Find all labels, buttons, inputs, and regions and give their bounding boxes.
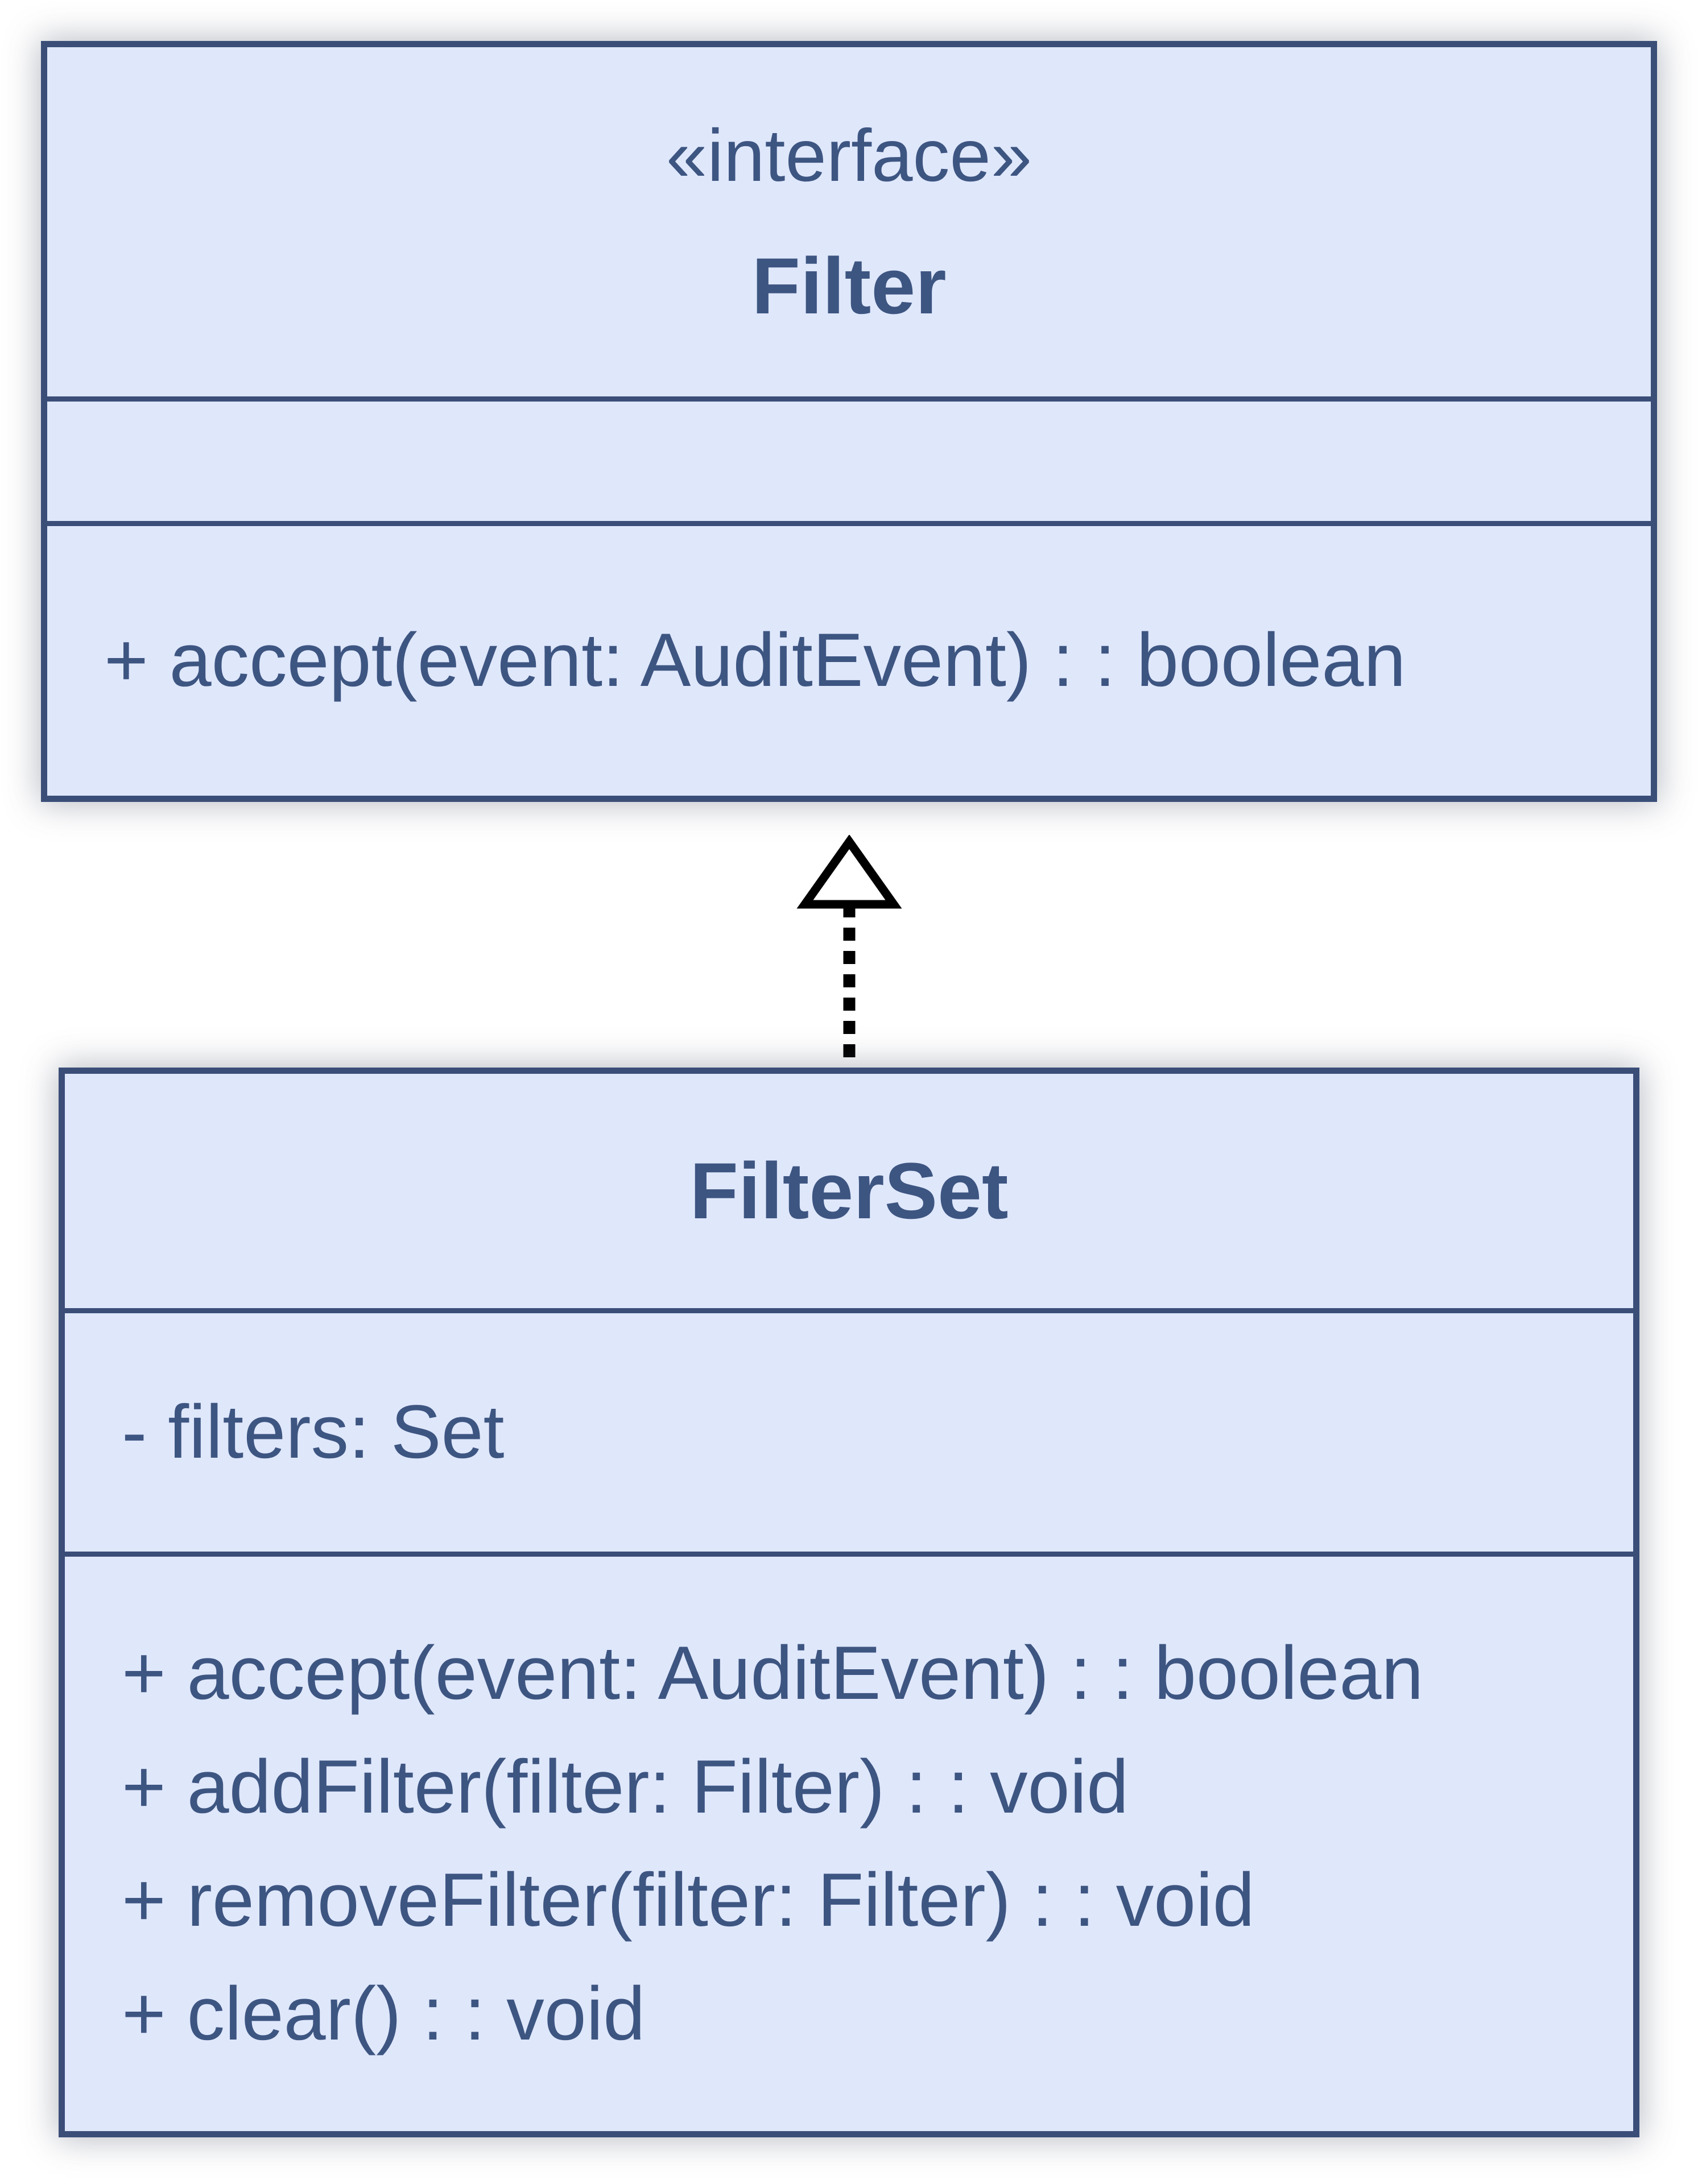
filterset-attribute-filters: - filters: Set [122,1389,505,1474]
class-box-filter: «interface» Filter + accept(event: Audit… [41,41,1657,802]
filterset-attributes-section: - filters: Set [65,1308,1633,1552]
filter-stereotype-label: «interface» [666,113,1032,197]
hollow-triangle-head-icon [796,835,902,909]
filterset-method-accept: + accept(event: AuditEvent) : : boolean [122,1631,1424,1715]
filterset-method-clear: + clear() : : void [122,1971,646,2056]
filter-methods-section: + accept(event: AuditEvent) : : boolean [47,521,1651,796]
filterset-method-removefilter: + removeFilter(filter: Filter) : : void [122,1858,1255,1942]
filter-class-name: Filter [751,241,947,330]
filter-attributes-section [47,396,1651,521]
filterset-methods-section: + accept(event: AuditEvent) : : boolean … [65,1552,1633,2131]
filter-method-accept: + accept(event: AuditEvent) : : boolean [104,618,1406,703]
filterset-name-section: FilterSet [65,1074,1633,1308]
filterset-class-name: FilterSet [689,1146,1009,1235]
filter-name-section: «interface» Filter [47,47,1651,396]
class-box-filterset: FilterSet - filters: Set + accept(event:… [59,1068,1639,2137]
filterset-method-addfilter: + addFilter(filter: Filter) : : void [122,1744,1129,1829]
realization-arrow [796,835,902,1068]
